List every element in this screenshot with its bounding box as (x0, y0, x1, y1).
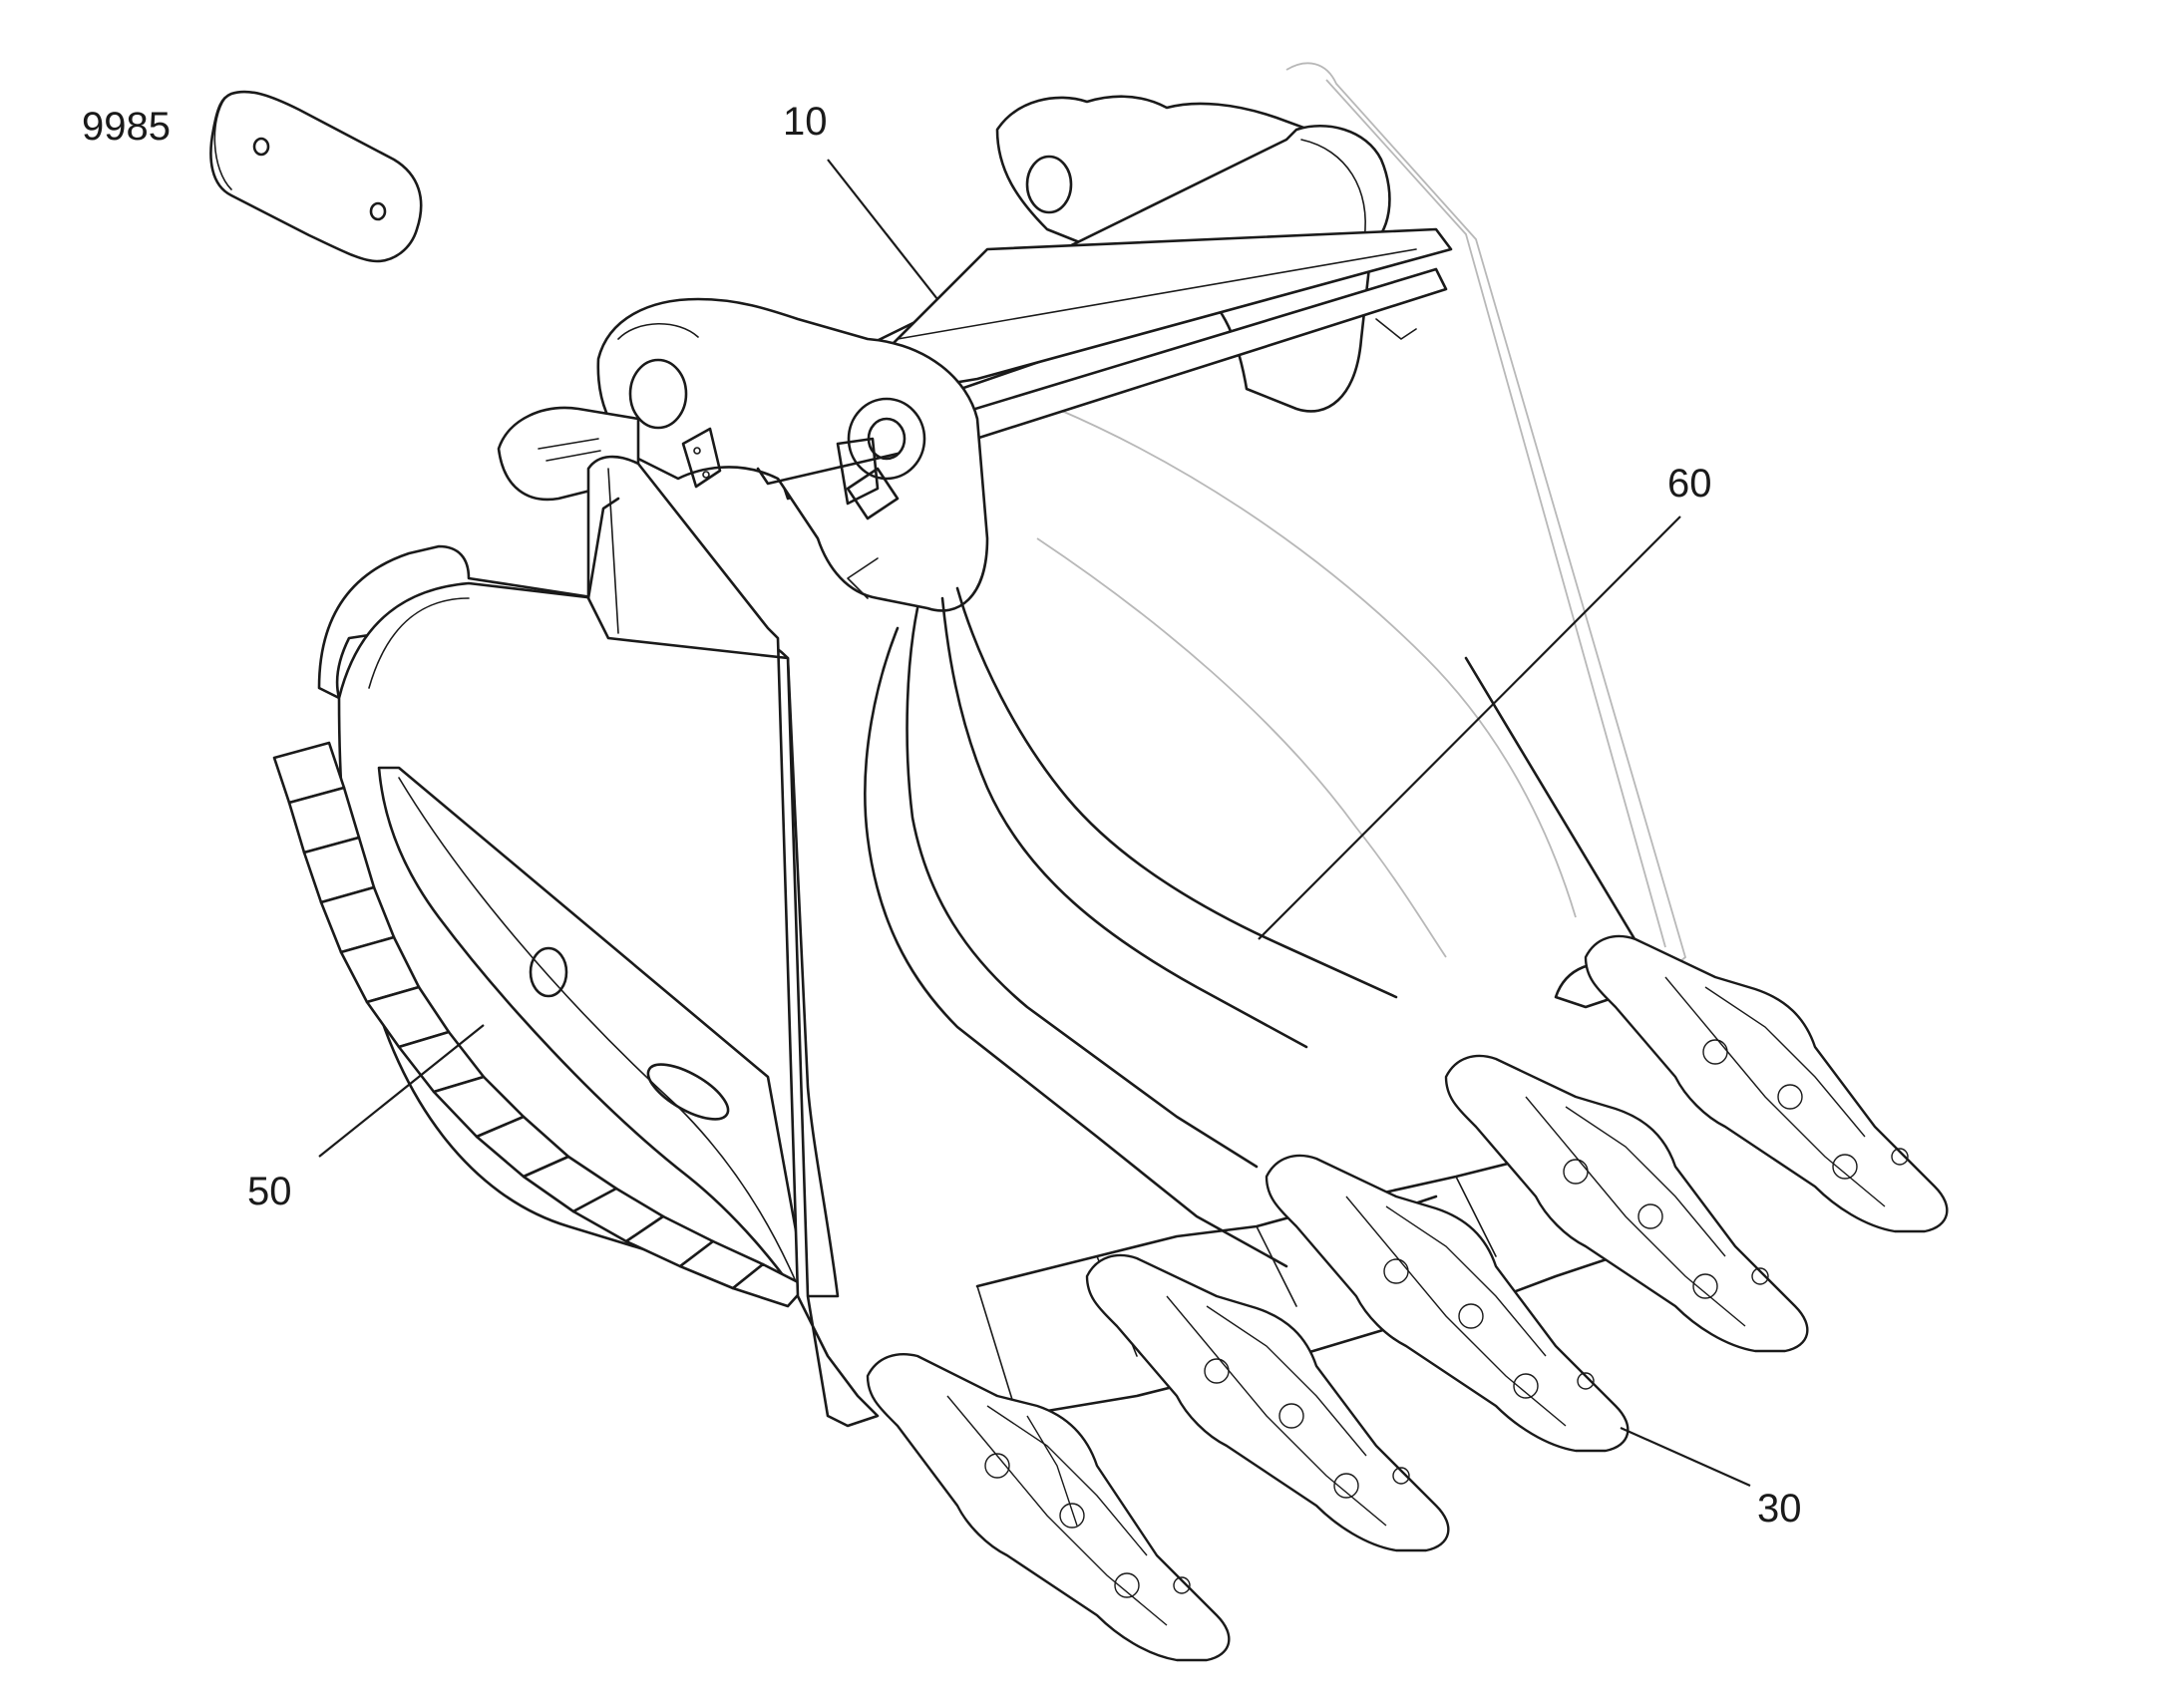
bucket-shell (272, 455, 1697, 1428)
tooth-2 (1085, 1253, 1450, 1552)
leader-10 (827, 159, 938, 300)
tooth-3 (1265, 1154, 1630, 1453)
tooth-4 (1444, 1054, 1809, 1353)
bucket-rear-side-plate (1036, 62, 1687, 983)
callout-50: 50 (247, 1170, 292, 1213)
callout-30: 30 (1757, 1487, 1802, 1531)
callout-10: 10 (783, 100, 828, 144)
tooth-1 (866, 1353, 1231, 1662)
leader-50 (318, 1024, 485, 1158)
plate-9985 (209, 90, 423, 263)
callout-60: 60 (1667, 462, 1712, 506)
callout-9985: 9985 (82, 105, 171, 149)
teeth-assembly-30 (866, 934, 1949, 1662)
tooth-5 (1584, 934, 1949, 1233)
leader-60 (1258, 515, 1681, 940)
leader-30 (1620, 1426, 1751, 1488)
